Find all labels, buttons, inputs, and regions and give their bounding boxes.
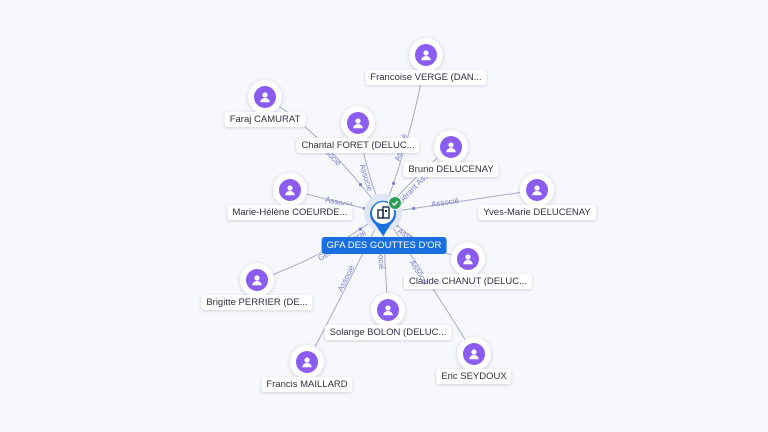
person-icon <box>377 299 399 321</box>
person-node-eric[interactable] <box>457 337 491 371</box>
person-icon <box>415 44 437 66</box>
person-label-yvesmarie[interactable]: Yves-Marie DELUCENAY <box>478 205 596 220</box>
person-node-faraj[interactable] <box>248 80 282 114</box>
person-icon <box>279 179 301 201</box>
person-label-faraj[interactable]: Faraj CAMURAT <box>224 112 306 127</box>
edge-arrow-faraj <box>358 183 363 187</box>
person-label-francis[interactable]: Francis MAILLARD <box>261 377 353 392</box>
person-node-solange[interactable] <box>371 293 405 327</box>
person-icon <box>296 351 318 373</box>
person-icon <box>463 343 485 365</box>
person-node-bruno[interactable] <box>434 130 468 164</box>
person-node-mariehelene[interactable] <box>273 173 307 207</box>
person-label-chantal[interactable]: Chantal FORET (DELUC... <box>296 138 420 153</box>
person-icon <box>347 112 369 134</box>
person-label-francoise[interactable]: Francoise VERGE (DAN... <box>365 70 487 85</box>
person-node-yvesmarie[interactable] <box>520 173 554 207</box>
edge-arrow-brigitte <box>358 227 362 231</box>
company-label[interactable]: GFA DES GOUTTES D'OR <box>321 237 447 254</box>
person-node-francis[interactable] <box>290 345 324 379</box>
person-icon <box>457 248 479 270</box>
person-node-brigitte[interactable] <box>240 263 274 297</box>
person-icon <box>526 179 548 201</box>
person-node-chantal[interactable] <box>341 106 375 140</box>
person-node-claude[interactable] <box>451 242 485 276</box>
edge-arrow-yvesmarie <box>412 206 416 211</box>
person-label-brigitte[interactable]: Brigitte PERRIER (DE... <box>201 295 313 310</box>
person-label-mariehelene[interactable]: Marie-Hélène COEURDE... <box>227 205 353 220</box>
edge-arrow-francoise <box>391 181 396 185</box>
verified-check-icon <box>388 196 402 210</box>
person-icon <box>246 269 268 291</box>
person-label-solange[interactable]: Solange BOLON (DELUC... <box>324 325 452 340</box>
person-icon <box>254 86 276 108</box>
person-label-bruno[interactable]: Bruno DELUCENAY <box>403 162 499 177</box>
person-label-eric[interactable]: Eric SEYDOUX <box>436 369 512 384</box>
person-node-francoise[interactable] <box>409 38 443 72</box>
person-icon <box>440 136 462 158</box>
person-label-claude[interactable]: Claude CHANUT (DELUC... <box>403 274 533 289</box>
